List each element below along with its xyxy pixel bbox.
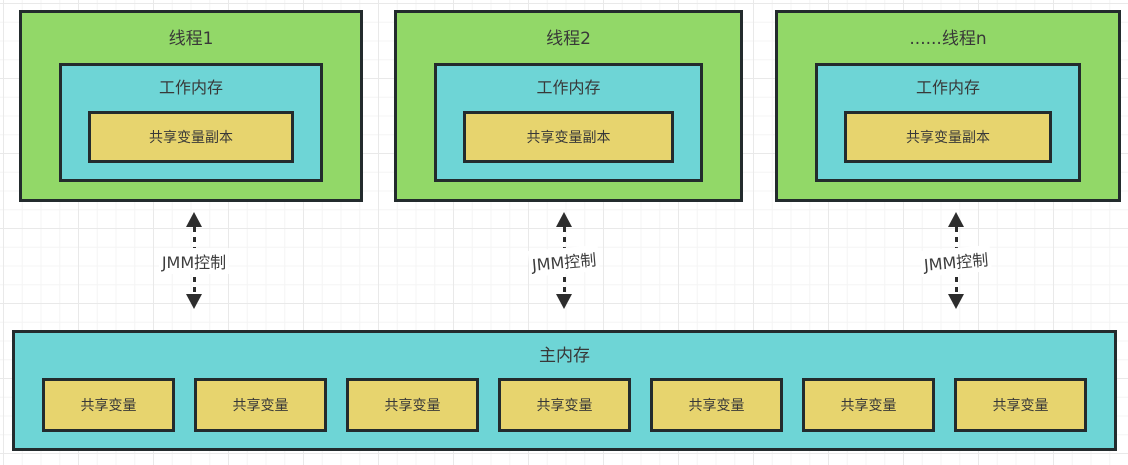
working-memory-title: 工作内存 xyxy=(158,78,223,97)
shared-variable-box: 共享变量 xyxy=(650,378,783,432)
jmm-control-label: JMM控制 xyxy=(919,244,993,277)
thread-panel-2: 线程2 工作内存 共享变量副本 xyxy=(394,10,743,202)
shared-variable-label: 共享变量 xyxy=(992,398,1049,414)
arrow-down-icon xyxy=(556,294,572,309)
shared-variable-box: 共享变量 xyxy=(802,378,935,432)
working-memory-box: 工作内存 共享变量副本 xyxy=(815,63,1081,182)
thread-panel-n: ......线程n 工作内存 共享变量副本 xyxy=(775,10,1121,202)
shared-variable-copy-box: 共享变量副本 xyxy=(463,111,674,163)
main-memory-title: 主内存 xyxy=(539,346,590,366)
arrow-down-icon xyxy=(948,294,964,309)
working-memory-title: 工作内存 xyxy=(536,78,601,97)
jmm-control-arrow-1: JMM控制 xyxy=(158,212,230,309)
shared-variable-box: 共享变量 xyxy=(954,378,1087,432)
shared-variable-label: 共享变量 xyxy=(232,398,289,414)
jmm-control-arrow-2: JMM控制 xyxy=(527,212,601,309)
shared-variable-label: 共享变量 xyxy=(80,398,137,414)
arrow-up-icon xyxy=(186,212,202,227)
shared-variable-label: 共享变量 xyxy=(384,398,441,414)
working-memory-box: 工作内存 共享变量副本 xyxy=(434,63,703,182)
shared-variable-label: 共享变量 xyxy=(840,398,897,414)
shared-variable-box: 共享变量 xyxy=(42,378,175,432)
thread-title: 线程2 xyxy=(546,29,591,49)
shared-variable-box: 共享变量 xyxy=(194,378,327,432)
arrow-up-icon xyxy=(556,212,572,227)
shared-variable-copy-label: 共享变量副本 xyxy=(149,130,233,146)
arrow-up-icon xyxy=(948,212,964,227)
shared-variable-copy-box: 共享变量副本 xyxy=(844,111,1052,163)
thread-title: ......线程n xyxy=(909,29,987,49)
shared-variable-label: 共享变量 xyxy=(688,398,745,414)
working-memory-title: 工作内存 xyxy=(915,78,980,97)
main-memory-box: 主内存 共享变量 共享变量 共享变量 共享变量 共享变量 共享变量 共享变量 xyxy=(12,330,1117,451)
shared-variable-copy-label: 共享变量副本 xyxy=(906,130,990,146)
shared-variable-copy-label: 共享变量副本 xyxy=(526,130,611,146)
shared-variable-label: 共享变量 xyxy=(536,398,593,414)
shared-variable-box: 共享变量 xyxy=(498,378,631,432)
shared-variable-copy-box: 共享变量副本 xyxy=(88,111,294,163)
jmm-control-arrow-3: JMM控制 xyxy=(919,212,993,309)
jmm-control-label: JMM控制 xyxy=(158,247,230,274)
arrow-down-icon xyxy=(186,294,202,309)
shared-variables-row: 共享变量 共享变量 共享变量 共享变量 共享变量 共享变量 共享变量 xyxy=(15,378,1114,432)
jmm-control-label: JMM控制 xyxy=(527,244,601,277)
thread-panel-1: 线程1 工作内存 共享变量副本 xyxy=(19,10,363,202)
shared-variable-box: 共享变量 xyxy=(346,378,479,432)
working-memory-box: 工作内存 共享变量副本 xyxy=(59,63,323,182)
thread-title: 线程1 xyxy=(168,29,214,49)
